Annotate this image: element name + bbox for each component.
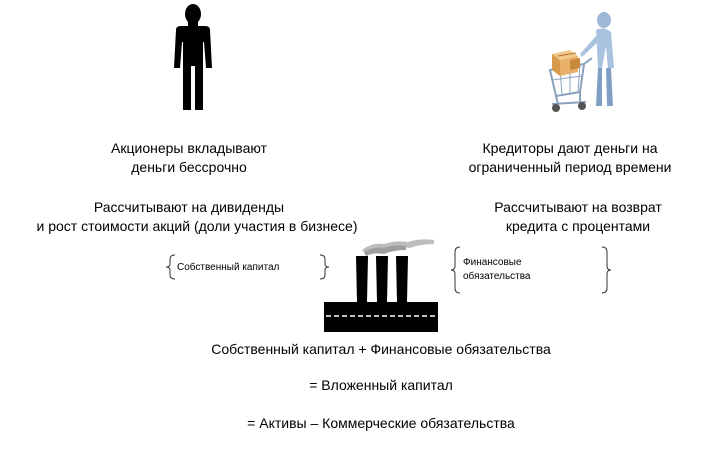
creditors-line1: Кредиторы дают деньги на [482,140,658,156]
equation-assets: = Активы – Коммерческие обязательства [247,415,515,431]
person-icon [174,4,212,110]
shareholders-expect2: и рост стоимости акций (доли участия в б… [36,218,358,234]
equation-total-capital: Собственный капитал + Финансовые обязате… [211,341,551,357]
creditors-line2: ограниченный период времени [468,159,672,175]
left-close-brace [319,254,330,280]
liabilities-label-line1: Финансовые [463,257,522,268]
right-close-brace [601,246,612,294]
equation-invested-capital: = Вложенный капитал [309,377,453,393]
liabilities-label-line2: обязательства [463,271,531,282]
factory-icon [324,239,438,332]
left-open-brace [165,254,176,280]
right-open-brace [450,246,461,294]
shopper-cart-icon [548,12,614,112]
shareholders-expect1: Рассчитывают на дивиденды [93,199,285,215]
creditors-expect1: Рассчитывают на возврат [494,199,662,215]
equity-label: Собственный капитал [177,262,280,273]
shareholders-line2: деньги бессрочно [131,159,247,175]
shareholders-line1: Акционеры вкладывают [111,140,267,156]
creditors-expect2: кредита с процентами [505,218,651,234]
